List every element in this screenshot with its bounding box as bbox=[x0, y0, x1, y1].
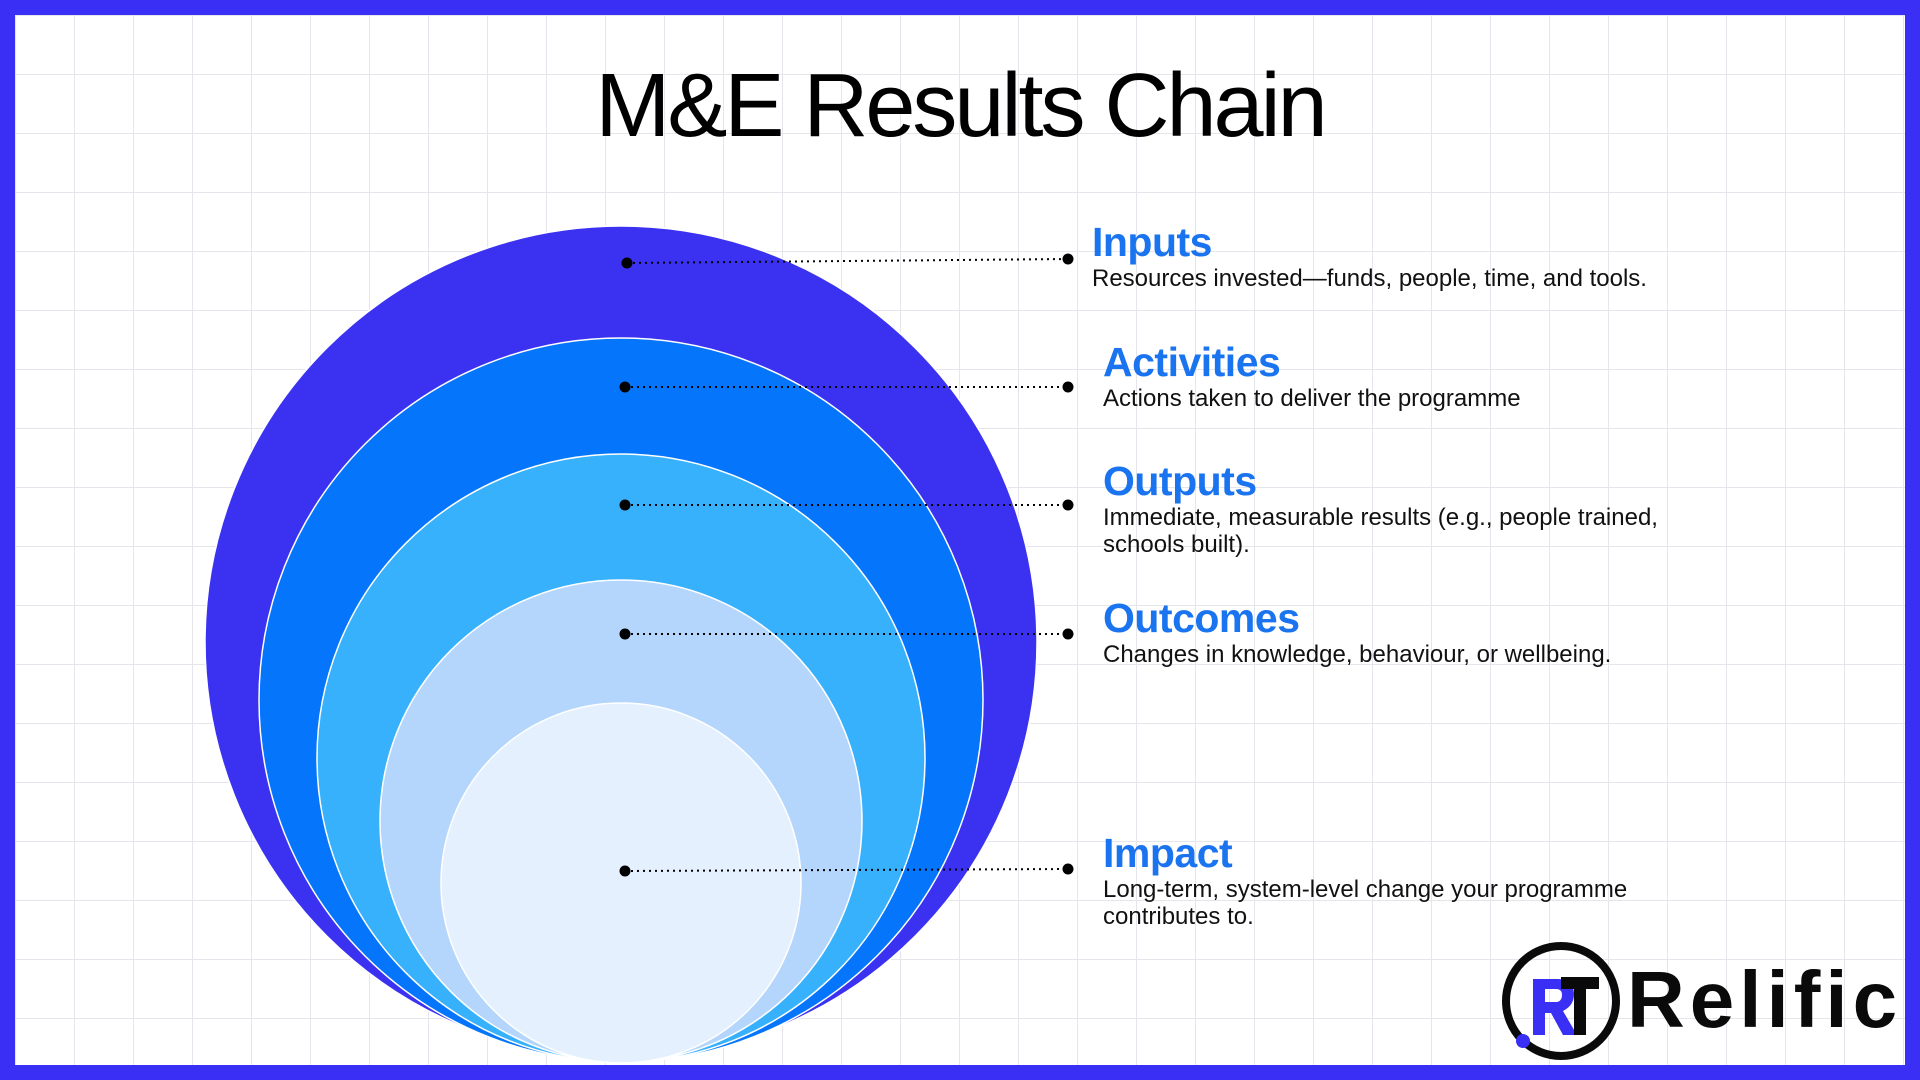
label-outcomes-heading: Outcomes bbox=[1103, 595, 1300, 641]
relific-logo-text: Relific bbox=[1627, 955, 1903, 1044]
label-impact: Impact Long-term, system-level change yo… bbox=[1103, 830, 1703, 930]
label-activities: Activities Actions taken to deliver the … bbox=[1103, 339, 1743, 412]
connector-impact bbox=[619, 863, 1074, 877]
label-inputs-heading: Inputs bbox=[1092, 219, 1212, 265]
diagram-canvas: M&E Results Chain bbox=[15, 15, 1905, 1065]
connector-outputs bbox=[619, 499, 1074, 511]
page-title: M&E Results Chain bbox=[595, 56, 1327, 156]
label-outputs-description: Immediate, measurable results (e.g., peo… bbox=[1103, 504, 1658, 558]
label-inputs-description: Resources invested—funds, people, time, … bbox=[1092, 265, 1647, 292]
connector-activities bbox=[619, 381, 1074, 393]
label-impact-heading: Impact bbox=[1103, 830, 1233, 876]
circle-impact bbox=[440, 702, 802, 1064]
label-activities-description: Actions taken to deliver the programme bbox=[1103, 385, 1521, 412]
nested-circles-diagram bbox=[204, 225, 1074, 1064]
label-impact-description: Long-term, system-level change your prog… bbox=[1103, 876, 1628, 930]
label-inputs: Inputs Resources invested—funds, people,… bbox=[1092, 219, 1732, 292]
connector-outcomes bbox=[619, 628, 1074, 640]
relific-logo: Relific bbox=[1499, 937, 1899, 1065]
relific-rt-logo-icon bbox=[1502, 942, 1620, 1060]
label-outcomes: Outcomes Changes in knowledge, behaviour… bbox=[1103, 595, 1743, 668]
connector-inputs bbox=[621, 253, 1074, 269]
label-outputs: Outputs Immediate, measurable results (e… bbox=[1103, 458, 1743, 558]
label-outputs-heading: Outputs bbox=[1103, 458, 1257, 504]
label-activities-heading: Activities bbox=[1103, 339, 1281, 385]
label-outcomes-description: Changes in knowledge, behaviour, or well… bbox=[1103, 641, 1612, 668]
